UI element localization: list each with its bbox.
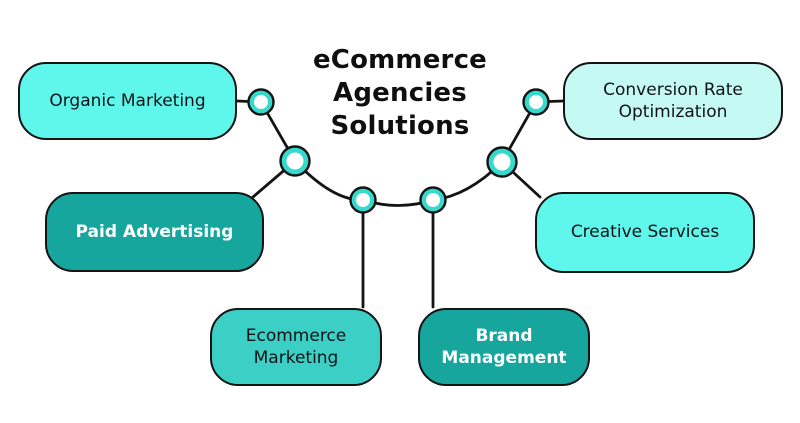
node-box-label: Ecommerce Marketing — [245, 325, 347, 368]
diagram-title-line-2: Agencies — [333, 78, 467, 108]
node-box-brand-management: Brand Management — [418, 308, 590, 386]
node-box-label: Brand Management — [441, 325, 567, 368]
connector-node — [419, 186, 447, 214]
connector-node — [349, 186, 377, 214]
diagram-title-line-3: Solutions — [330, 111, 470, 141]
node-box-ecommerce-marketing: Ecommerce Marketing — [210, 308, 382, 386]
connector-node — [279, 145, 311, 177]
node-box-label: Organic Marketing — [49, 90, 206, 111]
node-box-paid-advertising: Paid Advertising — [45, 192, 264, 272]
connector-node — [522, 88, 550, 116]
node-box-label: Creative Services — [570, 222, 720, 243]
diagram-title-line-1: eCommerce — [312, 45, 488, 75]
diagram-title: eCommerce Agencies Solutions — [280, 44, 520, 143]
connector-node — [486, 146, 518, 178]
node-box-creative-services: Creative Services — [535, 192, 755, 273]
node-box-organic-marketing: Organic Marketing — [18, 62, 237, 140]
node-box-label: Paid Advertising — [75, 221, 234, 242]
node-box-label: Conversion Rate Optimization — [603, 79, 743, 122]
node-box-conversion-rate-optimization: Conversion Rate Optimization — [563, 62, 783, 140]
connector-node — [247, 88, 275, 116]
